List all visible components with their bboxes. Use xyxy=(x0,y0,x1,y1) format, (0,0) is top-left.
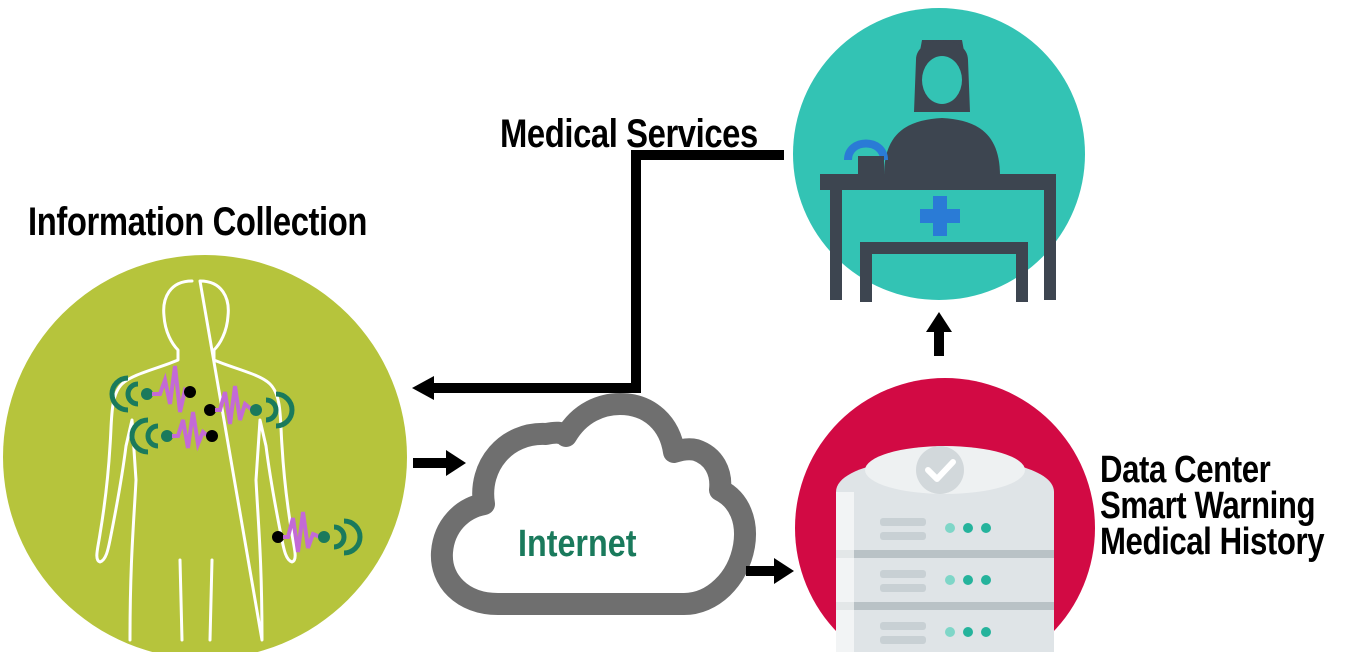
wireless-sensor-icon xyxy=(109,365,363,556)
human-body-icon xyxy=(95,279,297,642)
cloud-icon xyxy=(430,393,756,615)
data-center-label: Data Center Smart Warning Medical Histor… xyxy=(1100,449,1325,563)
arrow-body-to-internet xyxy=(413,450,466,476)
checkmark-icon xyxy=(916,446,964,494)
arrow-internet-to-datacenter xyxy=(746,558,794,584)
data-center-node xyxy=(795,378,1095,652)
medical-services-label: Medical Services xyxy=(500,112,758,156)
medical-services-node xyxy=(793,8,1085,302)
information-collection-node xyxy=(3,255,407,652)
receptionist-desk-icon xyxy=(820,40,1056,302)
connectors xyxy=(412,150,952,584)
server-database-icon xyxy=(836,446,1054,652)
internet-label: Internet xyxy=(518,523,637,565)
arrow-datacenter-to-medical xyxy=(926,312,952,356)
smart-warning-line: Smart Warning xyxy=(1100,485,1316,527)
information-collection-label: Information Collection xyxy=(28,200,368,244)
arrow-medical-to-body xyxy=(412,150,784,400)
medical-history-line: Medical History xyxy=(1100,521,1325,563)
data-center-line: Data Center xyxy=(1100,449,1271,491)
